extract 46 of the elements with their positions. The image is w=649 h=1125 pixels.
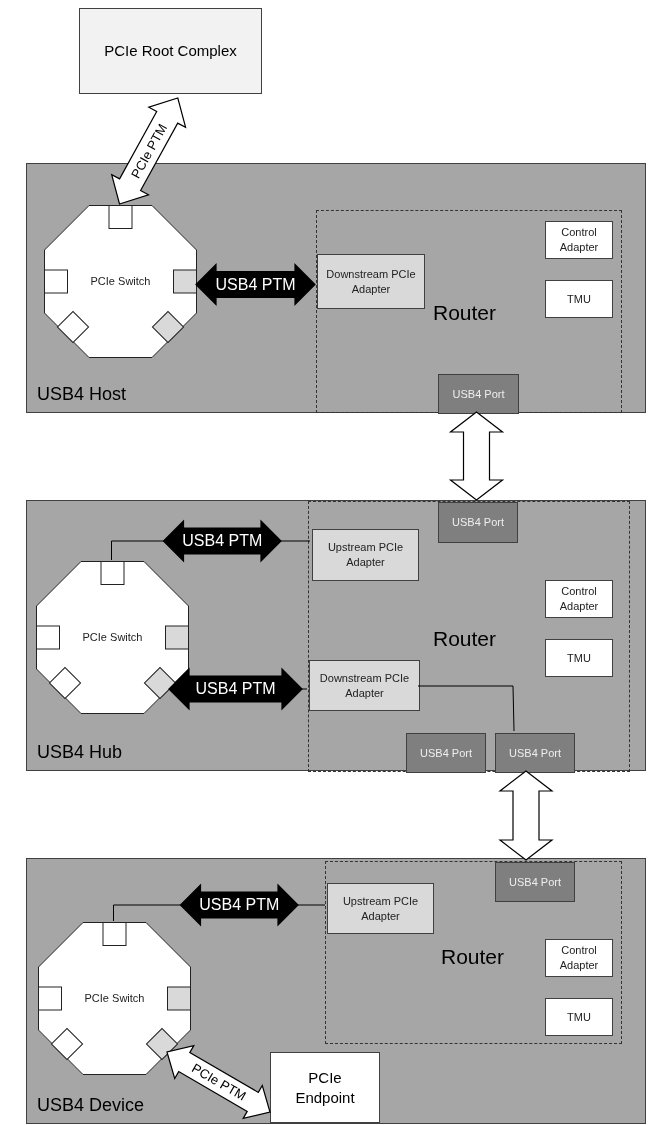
router-region bbox=[325, 861, 622, 1044]
system-panel bbox=[26, 500, 646, 771]
switch-label: PCIe Switch bbox=[90, 274, 151, 290]
double-arrow bbox=[195, 263, 316, 306]
connector-line bbox=[417, 685, 515, 732]
function-box: TMU bbox=[545, 998, 613, 1036]
router-label: Router bbox=[433, 626, 497, 652]
port-box: USB4 Port bbox=[495, 862, 575, 902]
edge-label: PCIe PTM bbox=[189, 1061, 248, 1103]
switch-label: PCIe Switch bbox=[82, 630, 143, 646]
port-box: USB4 Port bbox=[438, 502, 518, 543]
edge-label: USB4 PTM bbox=[215, 276, 296, 293]
function-box: Control Adapter bbox=[545, 580, 613, 618]
adapter-box: Upstream PCIe Adapter bbox=[327, 883, 434, 934]
port-box: USB4 Port bbox=[495, 733, 575, 773]
double-arrow bbox=[179, 883, 299, 927]
endpoint-box: PCIe Endpoint bbox=[270, 1052, 380, 1123]
function-box: Control Adapter bbox=[545, 221, 613, 259]
router-region bbox=[316, 210, 622, 413]
system-label: USB4 Device bbox=[37, 1094, 145, 1117]
function-box: TMU bbox=[545, 280, 613, 318]
adapter-box: Downstream PCIe Adapter bbox=[317, 254, 425, 309]
router-label: Router bbox=[433, 300, 497, 326]
double-arrow bbox=[162, 519, 282, 563]
edge-label: USB4 PTM bbox=[195, 681, 276, 697]
edge-label: USB4 PTM bbox=[182, 533, 263, 549]
edge-label: PCIe PTM bbox=[128, 121, 169, 181]
function-box: TMU bbox=[545, 639, 613, 677]
adapter-box: Downstream PCIe Adapter bbox=[309, 660, 420, 711]
adapter-box: Upstream PCIe Adapter bbox=[312, 529, 419, 581]
router-label: Router bbox=[441, 944, 505, 970]
double-arrow bbox=[448, 411, 505, 501]
system-label: USB4 Hub bbox=[37, 741, 123, 764]
switch-label: PCIe Switch bbox=[84, 991, 145, 1007]
function-box: Control Adapter bbox=[545, 939, 613, 977]
double-arrow bbox=[110, 97, 187, 205]
root-complex-box: PCIe Root Complex bbox=[79, 8, 262, 94]
port-box: USB4 Port bbox=[406, 733, 486, 773]
double-arrow bbox=[166, 1044, 271, 1120]
system-panel bbox=[26, 858, 646, 1124]
system-label: USB4 Host bbox=[37, 383, 127, 406]
double-arrow bbox=[168, 667, 303, 711]
edge-label: USB4 PTM bbox=[199, 897, 280, 913]
port-box: USB4 Port bbox=[438, 374, 519, 414]
double-arrow bbox=[498, 770, 554, 861]
router-region bbox=[308, 501, 630, 772]
